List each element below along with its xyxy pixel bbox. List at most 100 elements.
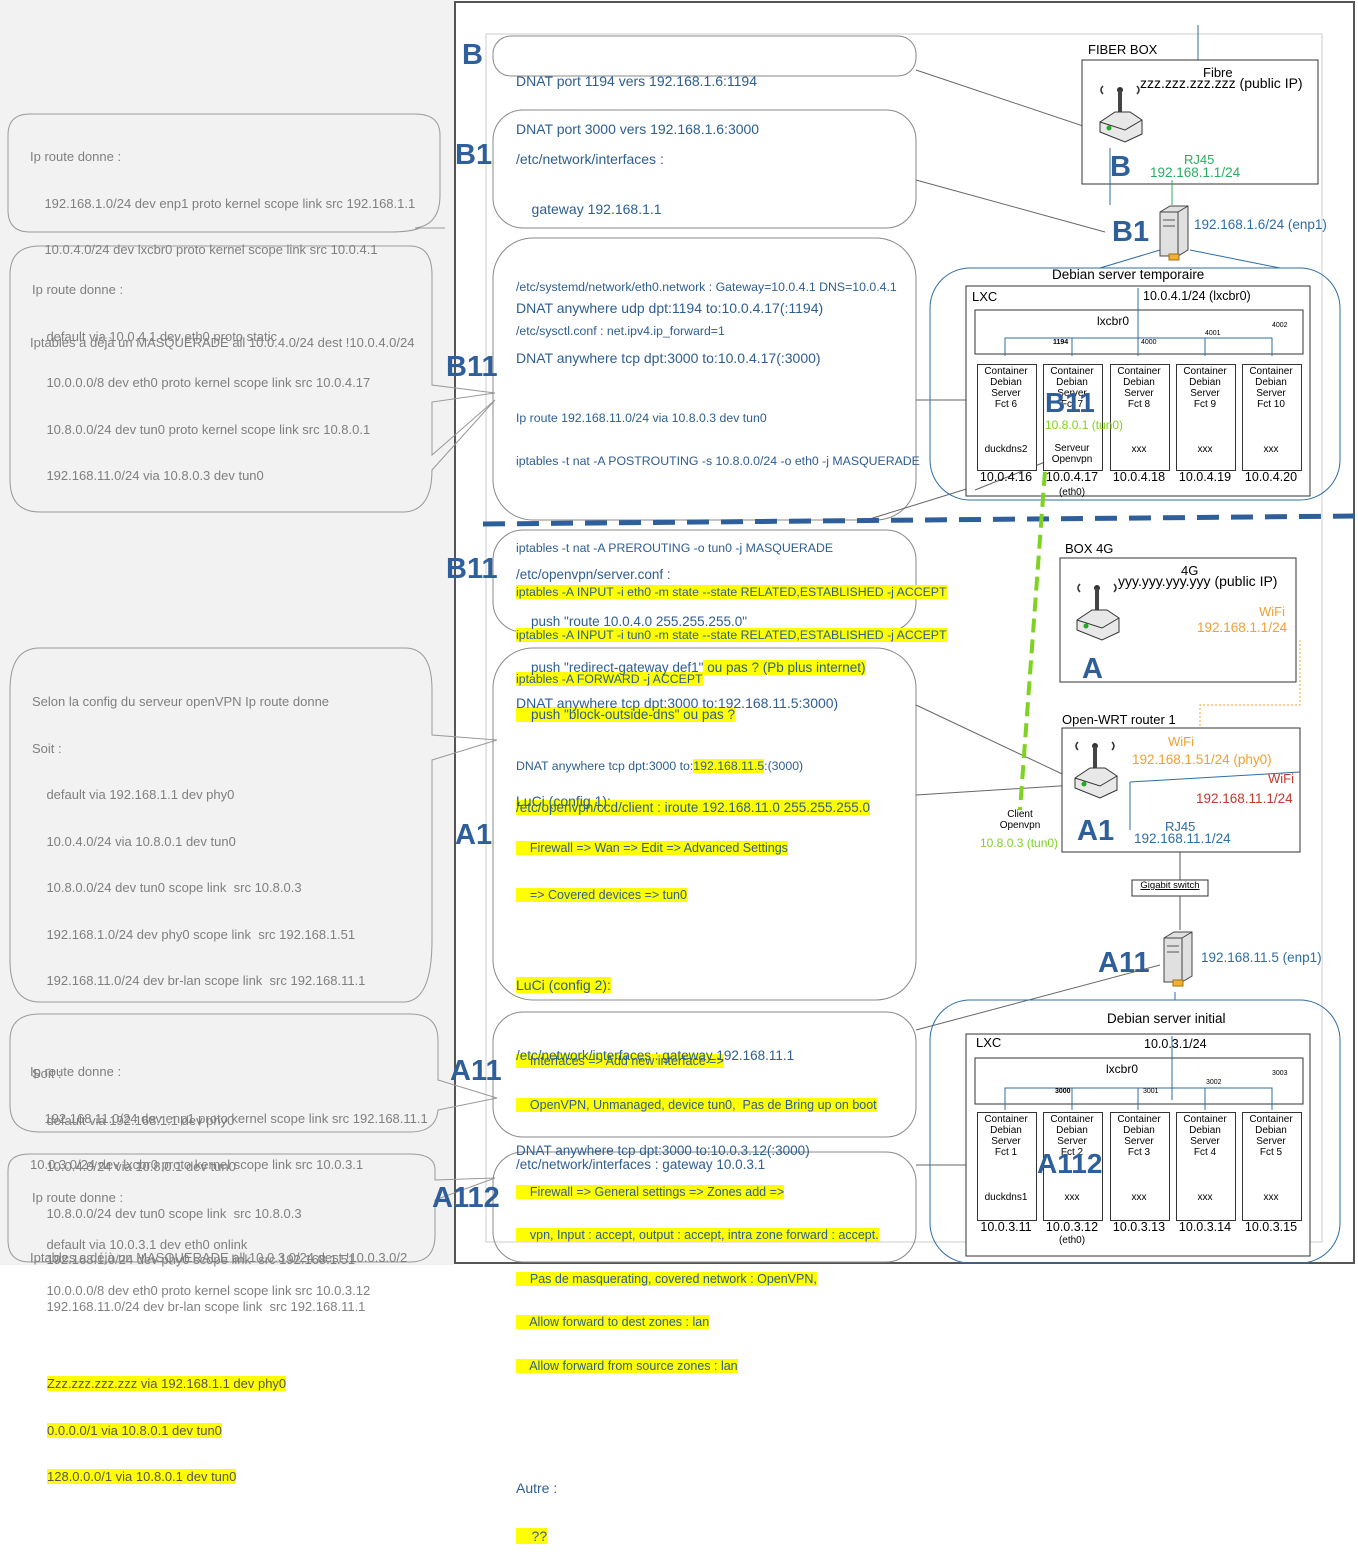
wifi1-ip: 192.168.1.51/24 (phy0) [1132, 752, 1272, 767]
config-b: DNAT port 1194 vers 192.168.1.6:1194 DNA… [516, 41, 759, 153]
config-line-hl: LuCi (config 2): [516, 977, 611, 993]
container-ip: 10.0.3.12 [1045, 1220, 1099, 1234]
box4g-title: BOX 4G [1065, 541, 1114, 556]
callout-a11 [915, 964, 1161, 1031]
note-bubble-2 [9, 245, 496, 513]
lxcbr0-top-label: lxcbr0 [1097, 314, 1130, 328]
note-bubble-1 [7, 113, 445, 233]
note-bubble-3 [9, 647, 498, 1003]
callout-b1 [915, 179, 1106, 233]
note-line: default via 10.0.3.1 dev eth0 onlink [32, 1236, 248, 1252]
note-2: Ip route donne : default via 10.0.4.1 de… [32, 251, 370, 499]
config-line: DNAT anywhere tcp dpt:3000 to:10.0.4.17(… [516, 349, 821, 366]
rj45-label: RJ45 [1184, 152, 1215, 167]
note-line: 192.168.11.0/24 dev enp1 proto kernel sc… [30, 1110, 428, 1126]
container-label: Container Debian Server Fct 7 [1050, 366, 1094, 410]
a11-ip: 192.168.11.5 (enp1) [1201, 950, 1322, 965]
note-line: Soit : [32, 1066, 62, 1081]
config-line: DNAT anywhere udp dpt:1194 to:10.0.4.17(… [516, 300, 824, 316]
wifi2-label: WiFi [1268, 771, 1294, 786]
container-service: xxx [1263, 444, 1279, 455]
container-box [977, 1112, 1037, 1221]
config-bubble-a11 [492, 1011, 917, 1138]
note-line: 10.8.0.0/24 dev tun0 scope link src 10.8… [32, 1205, 302, 1221]
b11-in-diagram: B11 [1045, 387, 1095, 418]
separator-dashed [482, 513, 1358, 527]
note-line: 10.0.3.0/24 dev lxcbr0 proto kernel scop… [30, 1157, 364, 1172]
note-line: 10.0.4.0/24 via 10.8.0.1 dev tun0 [32, 1159, 236, 1174]
container-ip: 10.0.4.18 [1112, 470, 1166, 484]
b1-label: B1 [1112, 216, 1150, 248]
config-line-hl: ?? [516, 1528, 548, 1544]
container-box [1242, 364, 1302, 471]
label-b11: B11 [446, 351, 498, 383]
port-1194: 1194 [1053, 339, 1069, 346]
config-line [516, 498, 947, 513]
config-line-hl: iptables -A INPUT -i tun0 -m state --sta… [516, 628, 947, 642]
vpn-tunnel [1018, 429, 1050, 811]
container-ip: 10.0.3.15 [1244, 1220, 1298, 1234]
config-line-hl: Firewall => Wan => Edit => Advanced Sett… [516, 841, 788, 855]
container-service: xxx [1064, 1192, 1080, 1203]
config-line: Ip route 192.168.11.0/24 via 10.8.0.3 de… [516, 410, 767, 425]
config-line [516, 1096, 810, 1111]
container-ip: 10.0.4.17 [1045, 470, 1099, 484]
callout-b [915, 69, 1096, 131]
note-line: 10.0.4.0/24 dev lxcbr0 proto kernel scop… [30, 242, 378, 257]
config-line-hl: iptables -A FORWARD -j ACCEPT [516, 671, 703, 686]
config-bubble-a112 [492, 1151, 917, 1263]
container-label: Container Debian Server Fct 3 [1117, 1114, 1161, 1158]
container-ip: 10.0.3.11 [980, 1220, 1032, 1234]
label-a112: A112 [432, 1182, 500, 1214]
container-box [1110, 364, 1170, 471]
debian-temp-title: Debian server temporaire [1052, 267, 1205, 282]
main-frame [454, 1, 1355, 1264]
config-line: /etc/network/interfaces : gateway 192.16… [516, 1048, 795, 1063]
container-label: Container Debian Server Fct 2 [1050, 1114, 1094, 1158]
inner-frame [485, 33, 1323, 1243]
server-icon [1163, 931, 1193, 987]
container-box [1242, 1112, 1302, 1221]
note-line: default via 192.168.1.1 dev phy0 [32, 1112, 235, 1128]
router-icon [1076, 583, 1120, 641]
note-line: Soit : [32, 740, 62, 756]
note-1: Ip route donne : 192.168.1.0/24 dev enp1… [30, 118, 415, 366]
note-line: 192.168.1.0/24 dev enp1 proto kernel sco… [30, 195, 416, 211]
lxc-top-label: LXC [972, 289, 998, 304]
callout-a1 [915, 704, 1076, 781]
note-line: 192.168.1.0/24 dev phy0 scope link src 1… [32, 926, 356, 942]
container-label: Container Debian Server Fct 4 [1183, 1114, 1227, 1158]
note-line: Ip route donne : [30, 149, 122, 164]
router-icon [1099, 85, 1143, 143]
port-4000: 4000 [1141, 339, 1157, 346]
container-box [1176, 364, 1236, 471]
config-line-hl: push "block-outside-dns" ou pas ? [516, 706, 735, 722]
eth0-top: (eth0) [1058, 487, 1086, 498]
config-line: LuCi (config 1): [516, 793, 611, 809]
container-service: duckdns1 [984, 1192, 1028, 1203]
a1-in-diagram: A1 [1077, 815, 1115, 847]
tun-ip: 10.8.0.1 (tun0) [1045, 418, 1124, 432]
config-line: DNAT anywhere tcp dpt:3000 to:192.168.11… [516, 695, 839, 711]
lxcbr-top-ip: 10.0.4.1/24 (lxcbr0) [1143, 289, 1251, 303]
container-box [1176, 1112, 1236, 1221]
config-line-hl: => Covered devices => tun0 [516, 888, 687, 902]
container-service: xxx [1131, 444, 1147, 455]
config-line: push "redirect-gateway def1" [516, 660, 704, 675]
wifi-a-label: WiFi [1259, 604, 1285, 619]
container-ip: 10.0.3.14 [1178, 1220, 1232, 1234]
config-line-hl: OpenVPN, Unmanaged, device tun0, Pas de … [516, 1097, 877, 1112]
debian-init-outline [929, 999, 1341, 1264]
a112-in-diagram: A112 [1037, 1148, 1103, 1179]
note-line: 10.8.0.0/24 dev tun0 scope link src 10.8… [32, 880, 302, 895]
config-line-hl: Interfaces => Add new interface => [516, 1054, 724, 1068]
note-line: Ip route donne : [32, 282, 124, 297]
openvpn-label: Openvpn [999, 820, 1041, 831]
container-label: Container Debian Server Fct 5 [1249, 1114, 1293, 1158]
lxcbr0-top-links [1004, 337, 1273, 356]
label-b: B [462, 39, 483, 71]
client-ip: 10.8.0.3 (tun0) [980, 836, 1059, 850]
note-bubble-4 [9, 1013, 498, 1133]
fibre-label: Fibre [1203, 65, 1233, 80]
note-line: 192.168.11.0/24 via 10.8.0.3 dev tun0 [32, 468, 264, 483]
